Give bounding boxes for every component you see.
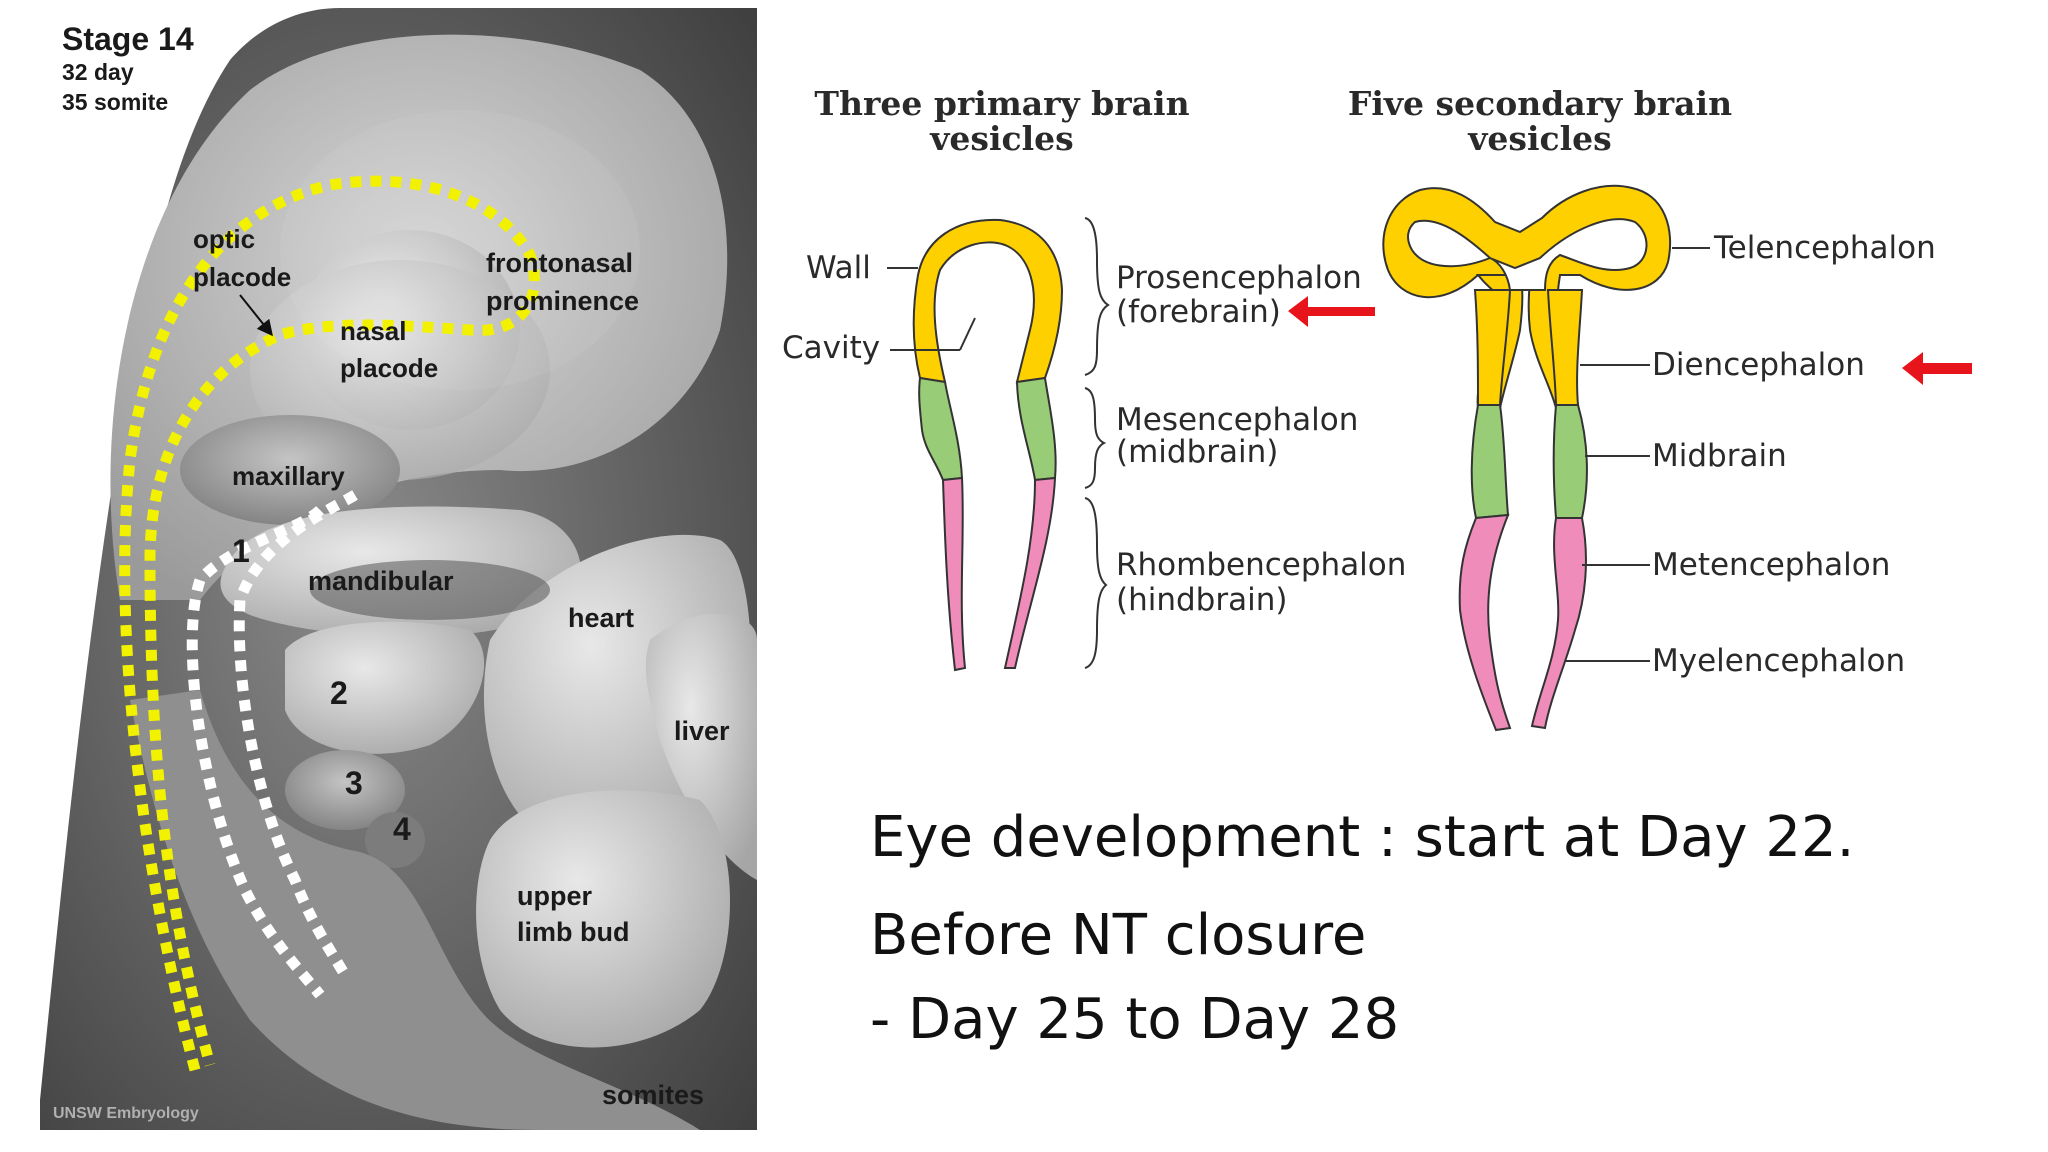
rhombencephalon-label: Rhombencephalon <box>1116 547 1406 583</box>
myelencephalon-label: Myelencephalon <box>1652 643 1905 679</box>
midbrain-label: Midbrain <box>1652 438 1787 474</box>
secondary-midbrain-right <box>1552 404 1588 519</box>
right-diagram-title: Five secondary brain <box>1348 84 1732 123</box>
mesencephalon-label: Mesencephalon <box>1116 402 1358 438</box>
mandibular-label: mandibular <box>308 566 454 596</box>
somite-label: 35 somite <box>62 89 168 115</box>
heart-label: heart <box>568 603 634 633</box>
prosencephalon-label: Prosencephalon <box>1116 260 1362 296</box>
credit-watermark: UNSW Embryology <box>53 1105 199 1122</box>
secondary-hindbrain-right <box>1530 517 1587 730</box>
red-arrow-diencephalon <box>1902 352 1972 385</box>
red-arrow-forebrain <box>1288 296 1375 327</box>
cavity-label: Cavity <box>782 330 880 366</box>
eye-development-text: Eye development : start at Day 22. <box>870 805 1855 870</box>
primary-hindbrain-right <box>1003 476 1057 669</box>
frontonasal-label: frontonasal <box>486 248 633 278</box>
secondary-telencephalon-inner <box>1407 218 1648 291</box>
midbrain-paren-label: (midbrain) <box>1116 434 1278 470</box>
arch-4-label: 4 <box>393 811 411 847</box>
optic-placode-label-2: placode <box>193 262 291 292</box>
primary-hindbrain-left <box>941 476 967 672</box>
secondary-hindbrain-left <box>1458 513 1512 732</box>
diencephalon-label: Diencephalon <box>1652 347 1865 383</box>
embryo-photo <box>0 8 757 1130</box>
arch-1-label: 1 <box>232 533 250 569</box>
upper-limb-bud-label: upper <box>517 881 592 911</box>
maxillary-label: maxillary <box>232 461 345 491</box>
primary-midbrain-left <box>918 376 964 482</box>
embryo-labels: Stage 14 32 day 35 somite optic placode … <box>53 21 730 1122</box>
nt-closure-text: Before NT closure <box>870 903 1367 968</box>
day-range-text: - Day 25 to Day 28 <box>870 987 1400 1052</box>
frontonasal-label-2: prominence <box>486 286 639 316</box>
upper-limb-bud-label-2: limb bud <box>517 917 629 947</box>
forebrain-label: (forebrain) <box>1116 294 1281 330</box>
arch-2-label: 2 <box>330 675 348 711</box>
left-diagram-title: Three primary brain <box>814 84 1189 123</box>
somites-label: somites <box>602 1080 704 1110</box>
primary-forebrain <box>912 218 1064 384</box>
hindbrain-label: (hindbrain) <box>1116 582 1287 618</box>
stage-label: Stage 14 <box>62 21 194 57</box>
secondary-midbrain-left <box>1470 404 1510 520</box>
white-dotted-outline <box>186 490 358 999</box>
right-diagram-title-2: vesicles <box>1467 119 1612 158</box>
optic-placode-label: optic <box>193 224 255 254</box>
left-diagram-title-2: vesicles <box>929 119 1074 158</box>
arch-3-label: 3 <box>345 765 363 801</box>
vesicle-diagram: Three primary brain vesicles Five second… <box>782 84 1972 732</box>
nasal-placode-label-2: placode <box>340 353 438 383</box>
primary-midbrain-right <box>1015 376 1057 482</box>
day-label: 32 day <box>62 59 134 85</box>
nasal-placode-label: nasal <box>340 316 407 346</box>
liver-label: liver <box>674 716 730 746</box>
metencephalon-label: Metencephalon <box>1652 547 1890 583</box>
yellow-dotted-outline-outer <box>119 175 540 1072</box>
wall-label: Wall <box>806 250 871 286</box>
telencephalon-label: Telencephalon <box>1713 230 1936 266</box>
